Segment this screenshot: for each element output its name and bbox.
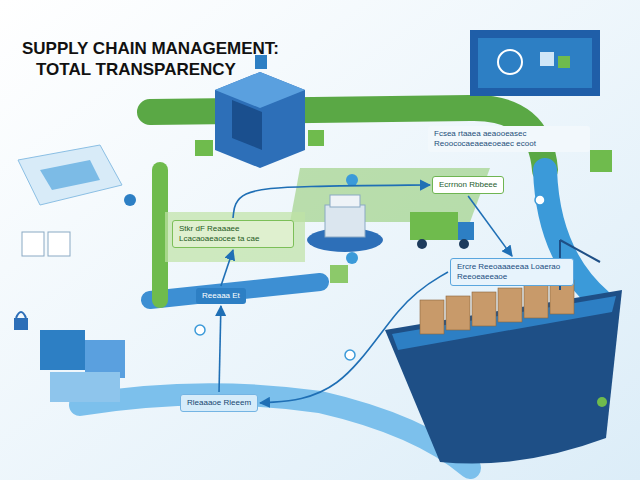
warehouse-hub-part	[330, 265, 348, 283]
process-box: Stkr dF Reaaaee Lcacaoaeaocee ta cae	[172, 220, 294, 248]
flow-arrow	[468, 196, 512, 256]
cargo-ship-part-part	[472, 292, 496, 326]
tracking-panel-part	[478, 38, 592, 88]
waypoint-dots-part	[195, 325, 205, 335]
green-panel-part	[165, 212, 305, 262]
truck-icon-part	[458, 222, 474, 240]
node-text: Ecrrnon Rbbeee	[439, 180, 497, 190]
computer-screen-part	[40, 160, 100, 190]
truck-icon-part	[410, 212, 458, 240]
waypoint-dots-part	[535, 195, 545, 205]
flow-bands-part	[80, 394, 470, 468]
computer-screen-part	[124, 194, 136, 206]
warehouse-hub-part	[330, 195, 360, 207]
storage-cubes-part	[14, 318, 28, 330]
cargo-ship-part	[597, 397, 607, 407]
node-text: Reeaaa Et	[202, 291, 240, 301]
warehouse-hub	[307, 174, 383, 283]
flow-arrow	[219, 306, 221, 392]
factory-icon-part	[215, 72, 305, 168]
computer-screen-part	[48, 232, 70, 256]
flow-tag: Ecrrnon Rbbeee	[432, 176, 504, 194]
computer-screen-part	[18, 145, 122, 205]
storage-cubes-part	[40, 330, 85, 370]
factory-icon-part	[195, 140, 213, 156]
warehouse-hub-part	[325, 205, 365, 237]
storage-cubes-part	[16, 312, 26, 318]
cargo-ship-part	[420, 280, 574, 334]
truck-icon	[410, 212, 474, 249]
cargo-ship	[385, 240, 622, 464]
computer-screen-part	[22, 232, 44, 256]
flow-tag: Reeaaa Et	[196, 288, 246, 304]
computer-screen	[18, 145, 136, 256]
factory-icon-part	[232, 100, 262, 150]
node-text: Ercre Reeoaaaeeaa Loaerao Reeoeaeeaoe	[457, 262, 567, 282]
warehouse-hub-part	[346, 174, 358, 186]
node-text: Fcsea rtaaea aeaooeasec Reoococaeaeaeoea…	[434, 129, 584, 149]
cargo-ship-part-part	[420, 300, 444, 334]
waypoint-dots-part	[345, 350, 355, 360]
tracking-panel-part	[470, 30, 600, 96]
info-panel: Fcsea rtaaea aeaooeasec Reoococaeaeaeoea…	[428, 126, 590, 152]
truck-icon-part	[459, 239, 469, 249]
flow-arrow	[233, 185, 430, 218]
flow-arrow	[260, 272, 448, 403]
cargo-ship-part-part	[446, 296, 470, 330]
warehouse-hub-part	[346, 252, 358, 264]
node-text: Stkr dF Reaaaee Lcacaoaeaocee ta cae	[179, 224, 287, 244]
truck-icon-part	[417, 239, 427, 249]
process-box: Ercre Reeoaaaeeaa Loaerao Reeoeaeeaoe	[450, 258, 574, 286]
tracking-panel-part	[590, 150, 612, 172]
flow-tag: Rleaaaoe Rleeem	[180, 394, 258, 412]
cargo-ship-part-part	[498, 288, 522, 322]
flow-bands-part	[150, 282, 320, 300]
cargo-ship-part-part	[524, 284, 548, 318]
diagram-title: SUPPLY CHAIN MANAGEMENT: TOTAL TRANSPARE…	[22, 38, 298, 80]
tracking-panel-part	[498, 50, 522, 74]
storage-cubes	[14, 312, 125, 402]
flow-arrow	[221, 250, 233, 286]
tracking-panel-part	[558, 56, 570, 68]
factory-icon-part	[308, 130, 324, 146]
node-text: Rleaaaoe Rleeem	[187, 398, 251, 408]
storage-cubes-part	[50, 372, 120, 402]
tracking-panel-part	[540, 52, 554, 66]
